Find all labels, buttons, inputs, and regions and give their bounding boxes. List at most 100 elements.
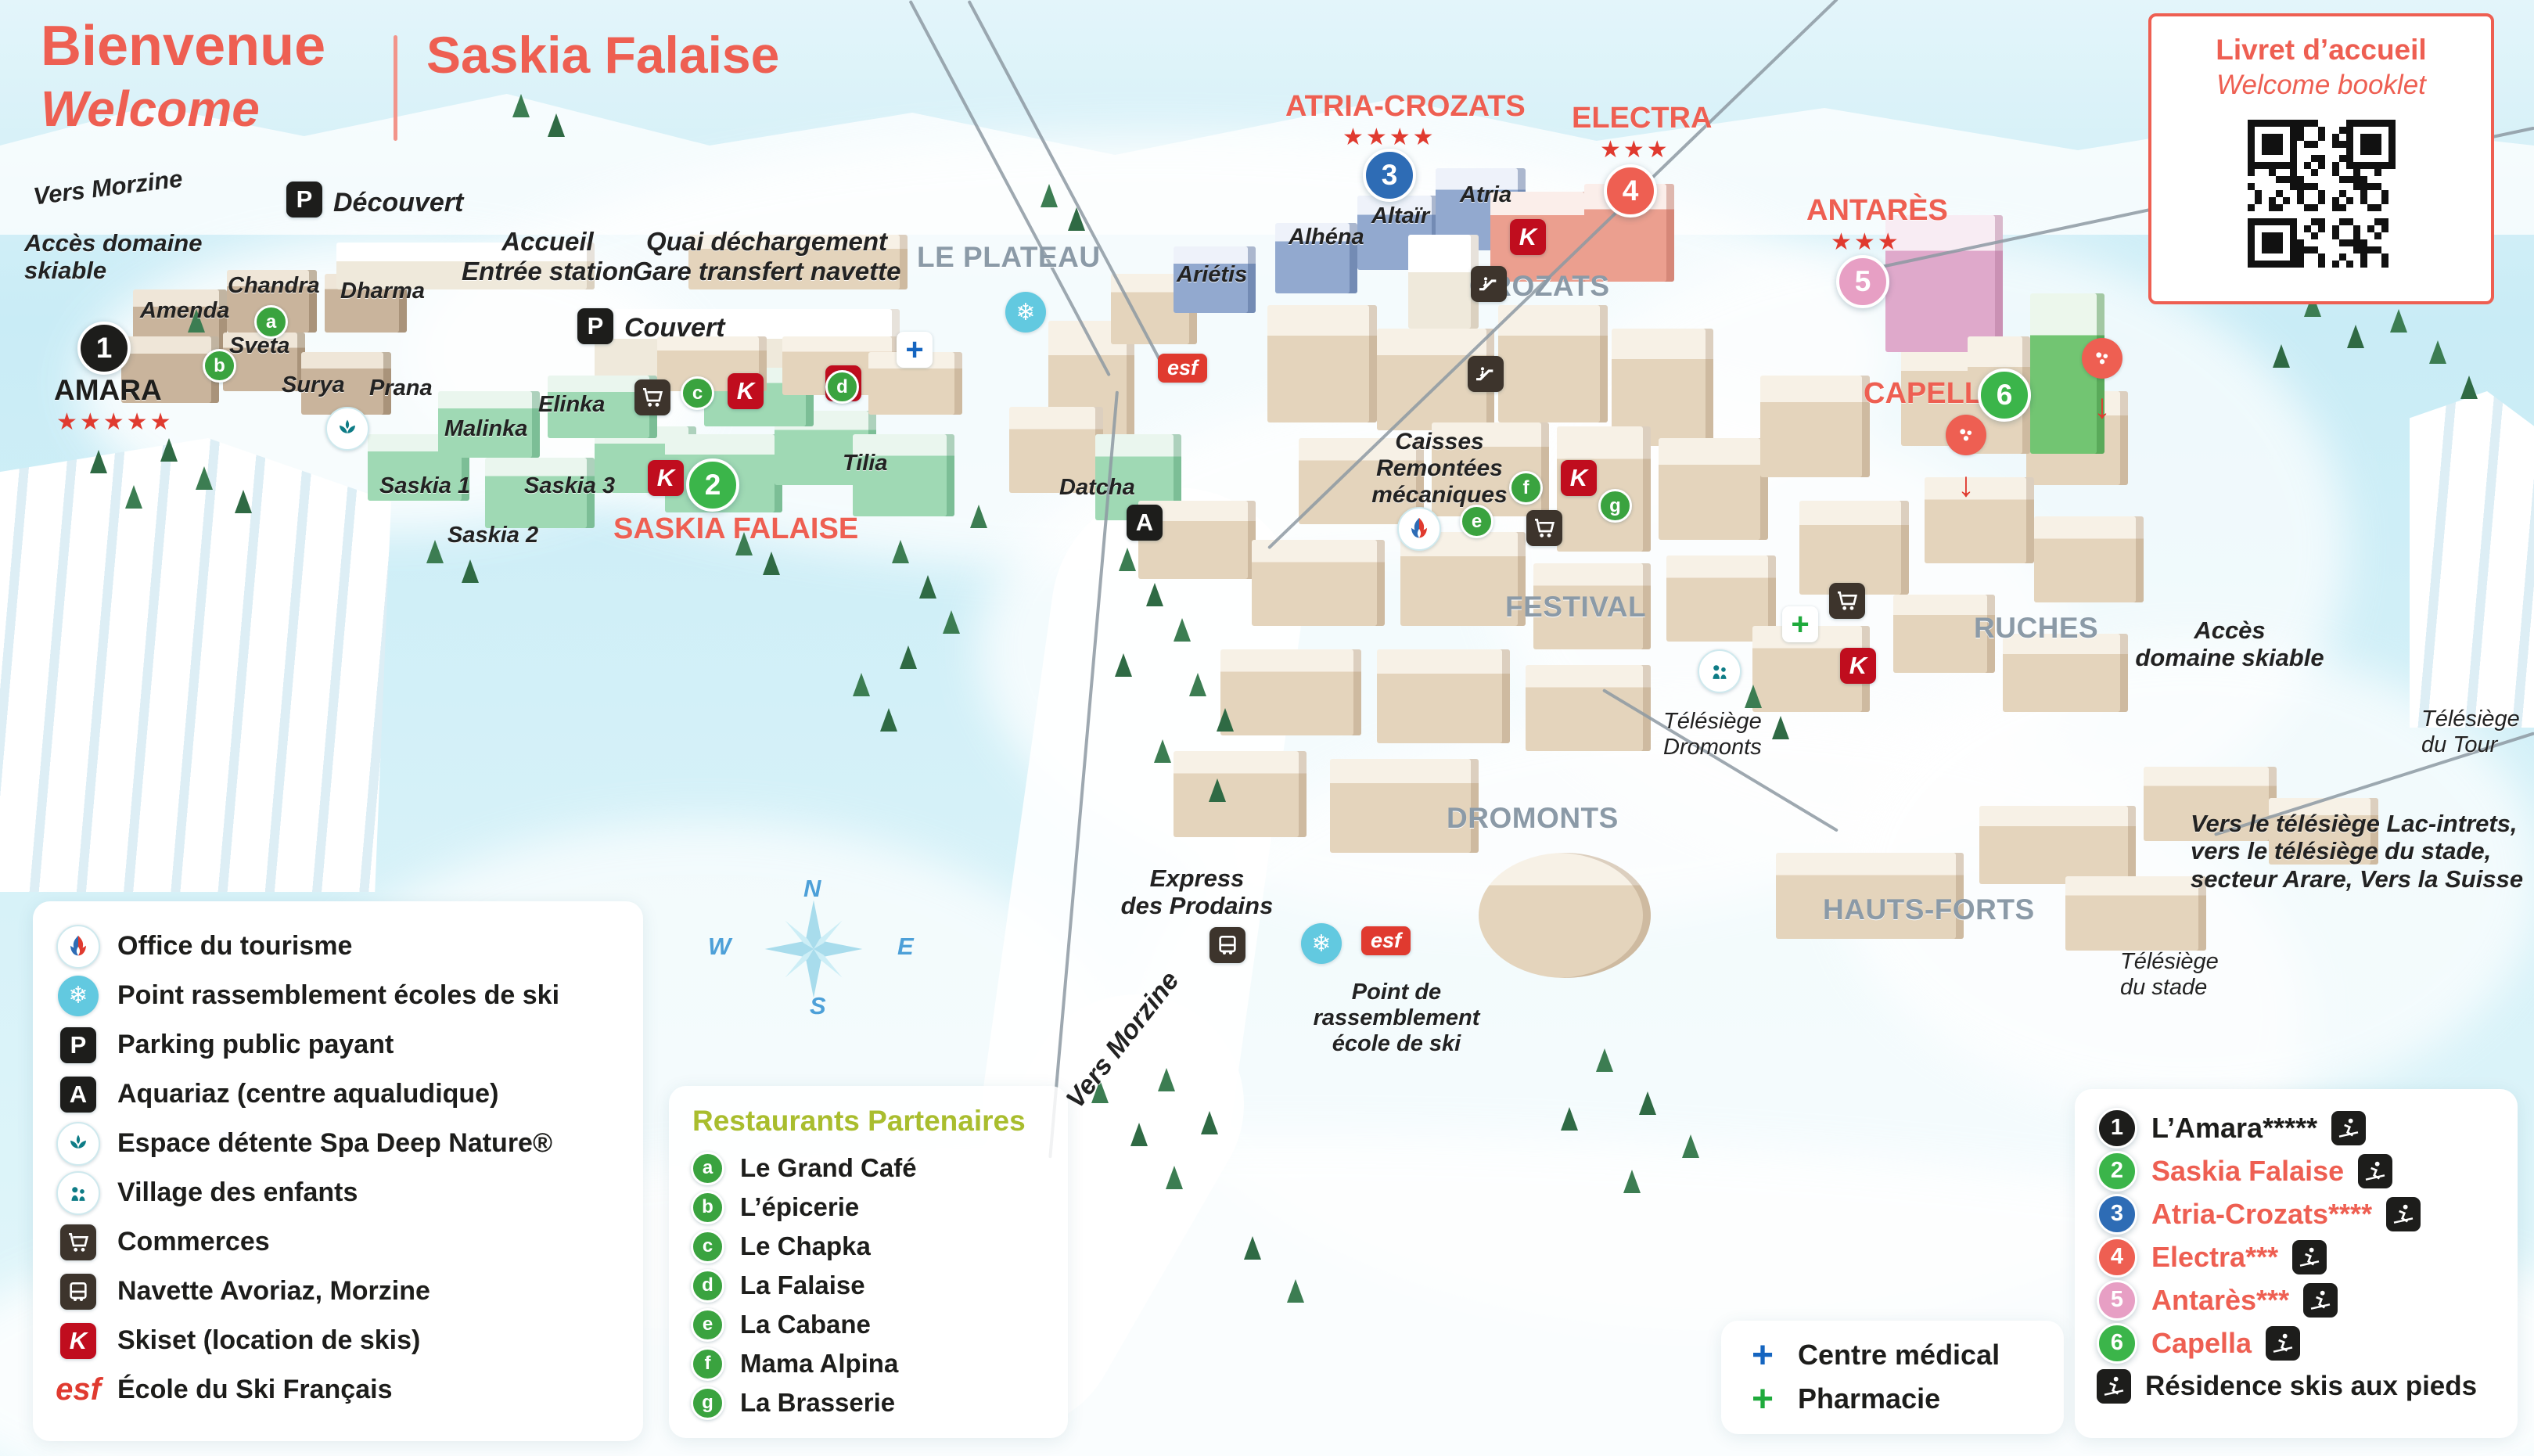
marker-d: d [691,1268,724,1303]
parking-icon: P [577,308,613,344]
map-label-chandra: Chandra [228,273,320,298]
building [1893,595,1995,673]
welcome-booklet-box: Livret d’accueil Welcome booklet [2148,13,2494,304]
pharmacy-cross-icon: + [1751,1378,1774,1420]
map-label-surya: Surya [282,372,345,397]
pharmacy-cross-icon: + [1782,606,1818,642]
escalator-icon [1471,266,1507,302]
building [223,333,305,391]
marker-e: e [691,1307,724,1342]
shuttle-icon [56,1273,100,1310]
legend-item: esf École du Ski Français [56,1365,620,1415]
esf-icon: esf [1158,354,1208,383]
residence-name: Saskia Falaise [2151,1154,2345,1187]
ski-in-ski-out-icon [2097,1368,2131,1404]
map-label-telesiege-tour: Télésiège du Tour [2421,706,2520,758]
booklet-title-en: Welcome booklet [2216,70,2426,100]
legend-label: Village des enfants [117,1177,358,1207]
spa-icon [56,1121,100,1166]
legend-item: Commerces [56,1217,620,1267]
kids-village-icon [56,1170,100,1215]
building [2144,767,2277,841]
station-name: Saskia Falaise [426,26,780,84]
ski-in-ski-out-icon [2358,1153,2393,1188]
map-label-telesiege-stade: Télésiège du stade [2120,949,2219,1001]
shops-icon [634,379,670,415]
poi-icon [1946,415,1986,455]
building [1408,235,1479,329]
building [1659,438,1768,540]
map-label-altair: Altaïr [1371,203,1430,228]
map-area-ruches: RUCHES [1974,612,2099,644]
kids-village-icon [1698,649,1741,693]
residence-name: Atria-Crozats**** [2151,1197,2373,1230]
legend-label: Skiset (location de skis) [117,1325,421,1355]
building [1267,305,1377,422]
building [1979,806,2136,884]
compass-north: N [803,875,821,902]
tourism-office-icon [1397,507,1441,551]
building [1377,649,1510,743]
building [438,391,540,458]
map-resort-antares: ANTARÈS [1806,194,1948,227]
shops-icon [56,1224,100,1260]
building [1760,376,1870,477]
marker-2-saskia: 2 [686,458,739,512]
booklet-title-fr: Livret d’accueil [2216,34,2427,66]
compass-south: S [810,992,826,1019]
cliff-east [2410,391,2534,728]
map-label-parking-couvert: Couvert [624,313,725,343]
building [1776,853,1964,939]
marker-b: b [691,1190,724,1224]
cliff-west [0,438,391,892]
pharmacy-label: Pharmacie [1798,1382,1941,1415]
skiset-icon: K [1510,219,1546,255]
map-area-dromonts: DROMONTS [1447,802,1619,834]
marker-4: 4 [2097,1236,2137,1278]
medical-cross-icon: + [1751,1334,1774,1376]
marker-3: 3 [2097,1193,2137,1235]
skiset-icon: K [1561,460,1597,496]
legend-item: Village des enfants [56,1168,620,1217]
map-label-accueil: Accueil Entrée station [461,227,634,286]
map-label-arietis: Ariétis [1177,262,1248,287]
compass-west: W [708,933,731,960]
restaurant-name: Le Chapka [740,1231,871,1260]
building [1174,751,1307,837]
marker-e-la-cabane: e [1460,505,1493,538]
legend-item: ❄ Point rassemblement écoles de ski [56,971,620,1020]
skiset-icon: K [728,373,764,409]
building [1220,649,1361,735]
marker-a: a [691,1151,724,1185]
parking-icon: P [286,182,322,218]
marker-c: c [691,1229,724,1264]
map-label-prana: Prana [369,376,433,401]
ski-in-ski-out-icon [2292,1239,2327,1274]
spa-icon [325,407,369,451]
building [2003,634,2128,712]
marker-g-la-brasserie: g [1598,489,1632,523]
map-resort-saskia-falaise: SASKIA FALAISE [613,512,859,545]
map-label-quai: Quai déchargement Gare transfert navette [632,227,901,286]
marker-6: 6 [2097,1322,2137,1364]
escalator-icon [1468,356,1504,392]
map-label-dharma: Dharma [340,279,425,304]
legend-label: Commerces [117,1227,270,1256]
aquariaz-icon: A [56,1076,100,1113]
marker-g: g [691,1386,724,1420]
atria-crozats-stars: ★★★★ [1342,124,1436,150]
map-label-parking-decouvert: Découvert [333,188,464,218]
legend-label: Aquariaz (centre aqualudique) [117,1079,499,1109]
map-label-acces-domaine-right: Accès domaine skiable [2135,617,2324,672]
building [2065,876,2206,951]
building [1533,563,1651,649]
ski-school-meeting-icon: ❄ [1301,923,1342,964]
ski-school-meeting-icon: ❄ [1005,292,1046,333]
map-label-caisses: Caisses Remontées mécaniques [1371,429,1508,509]
